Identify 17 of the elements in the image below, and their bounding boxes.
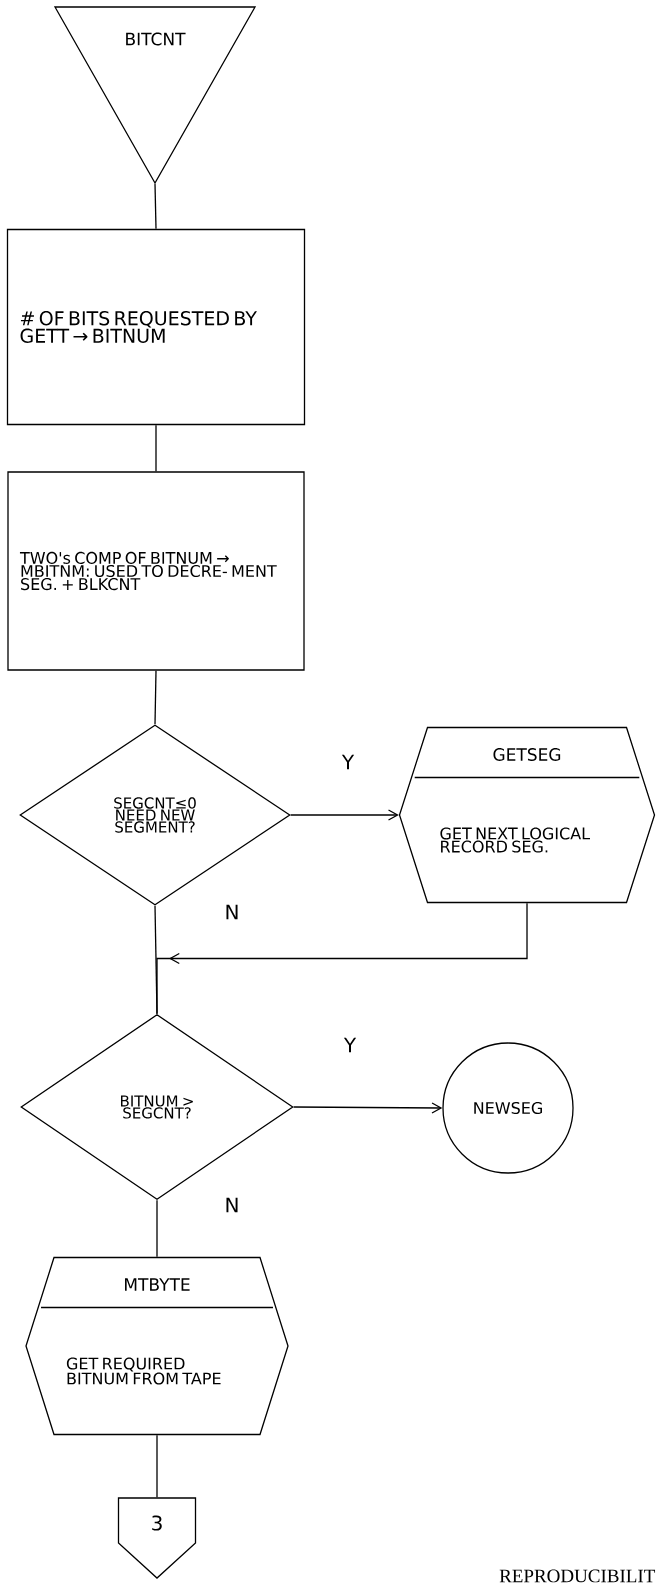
edge-label: N: [223, 903, 241, 921]
flow-line: [155, 424, 157, 472]
flow-line: [290, 809, 399, 821]
predefined-process-hexagon: GETSEG GET NEXT LOGICAL RECORD SEG.: [398, 726, 656, 904]
flow-line: [156, 1434, 158, 1498]
flow-line: [293, 1102, 443, 1114]
predefined-process-hexagon: MTBYTE GET REQUIRED BITNUM FROM TAPE: [25, 1256, 289, 1436]
process-box: TWO's COMP OF BITNUM → MBITNM: USED TO DECRE- MENT SEG. + BLKCNT: [7, 471, 305, 671]
edge-label: Y: [342, 1036, 358, 1054]
stamp-text: REPRODUCIBILIT: [499, 1569, 656, 1583]
edge-label: Y: [340, 753, 356, 771]
flow-line: [156, 1199, 158, 1258]
process-box: # OF BITS REQUESTED BY GETT → BITNUM: [6, 228, 306, 426]
flow-line: [154, 183, 157, 230]
flow-line: [154, 670, 157, 725]
flow-line: [156, 902, 528, 1015]
offpage-connector: 3: [117, 1497, 197, 1579]
